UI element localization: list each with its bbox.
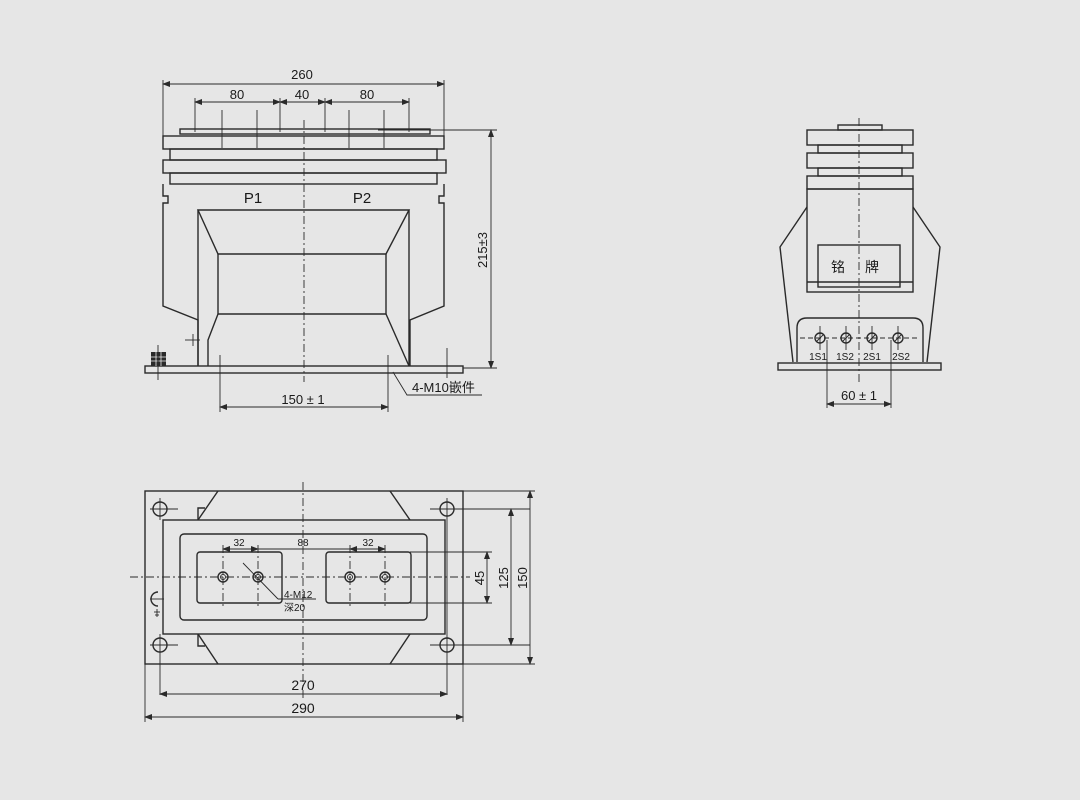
front-view: 260 80 40 80 P1 P2 <box>144 67 497 412</box>
nameplate <box>817 244 901 288</box>
note-depth: 深20 <box>284 602 306 614</box>
ground-symbol-icon <box>150 591 164 617</box>
label-p2: P2 <box>353 190 371 207</box>
terminal-hole-icon <box>217 545 229 607</box>
terminal-hole-icon <box>252 545 264 607</box>
ground-terminal-icon <box>151 345 166 380</box>
dim-mount-pitch-vertical: 125 <box>496 567 511 589</box>
mount-hole-icon <box>430 637 530 653</box>
dim-hole-pitch-right: 32 <box>362 538 374 549</box>
terminal-hole-icon <box>344 545 356 607</box>
dim-overall-length: 290 <box>291 700 315 716</box>
dim-terminal-spacing: 60 ± 1 <box>841 388 877 403</box>
dim-overall-depth: 150 <box>515 567 530 589</box>
terminal-2s1-icon <box>866 326 878 350</box>
mount-hole-icon <box>150 634 178 695</box>
dim-overall-width: 260 <box>291 67 313 82</box>
dim-center-pitch: 88 <box>297 538 309 549</box>
nameplate-char-1: 铭 <box>831 259 845 275</box>
terminal-2s2-icon <box>892 326 904 350</box>
dim-height: 215±3 <box>475 232 490 268</box>
dim-hole-pitch-left: 32 <box>233 538 245 549</box>
side-view: 铭 牌 <box>777 118 942 408</box>
secondary-terminals: 1S1 1S2 2S1 2S2 <box>809 326 910 363</box>
top-view: 32 88 32 4-M12 深20 45 125 150 270 290 <box>130 482 535 722</box>
dim-mount-spacing: 150 ± 1 <box>281 392 324 407</box>
dim-mount-pitch-horizontal: 270 <box>291 677 315 693</box>
terminal-label-1s2: 1S2 <box>836 352 854 363</box>
dim-center-gap: 40 <box>295 87 309 102</box>
terminal-1s2-icon <box>840 326 852 350</box>
terminal-label-2s2: 2S2 <box>892 352 910 363</box>
terminal-label-1s1: 1S1 <box>809 352 827 363</box>
terminal-label-2s1: 2S1 <box>863 352 881 363</box>
dim-left-terminal: 80 <box>230 87 244 102</box>
dim-right-terminal: 80 <box>360 87 374 102</box>
dim-pad-height: 45 <box>472 571 487 585</box>
note-m12-thread: 4-M12 <box>284 590 313 601</box>
note-m10-inserts: 4-M10嵌件 <box>412 380 475 395</box>
terminal-hole-icon <box>379 545 391 607</box>
label-p1: P1 <box>244 190 262 207</box>
terminal-1s1-icon <box>814 326 826 350</box>
nameplate-char-2: 牌 <box>865 259 879 275</box>
mount-hole-icon <box>150 498 178 520</box>
